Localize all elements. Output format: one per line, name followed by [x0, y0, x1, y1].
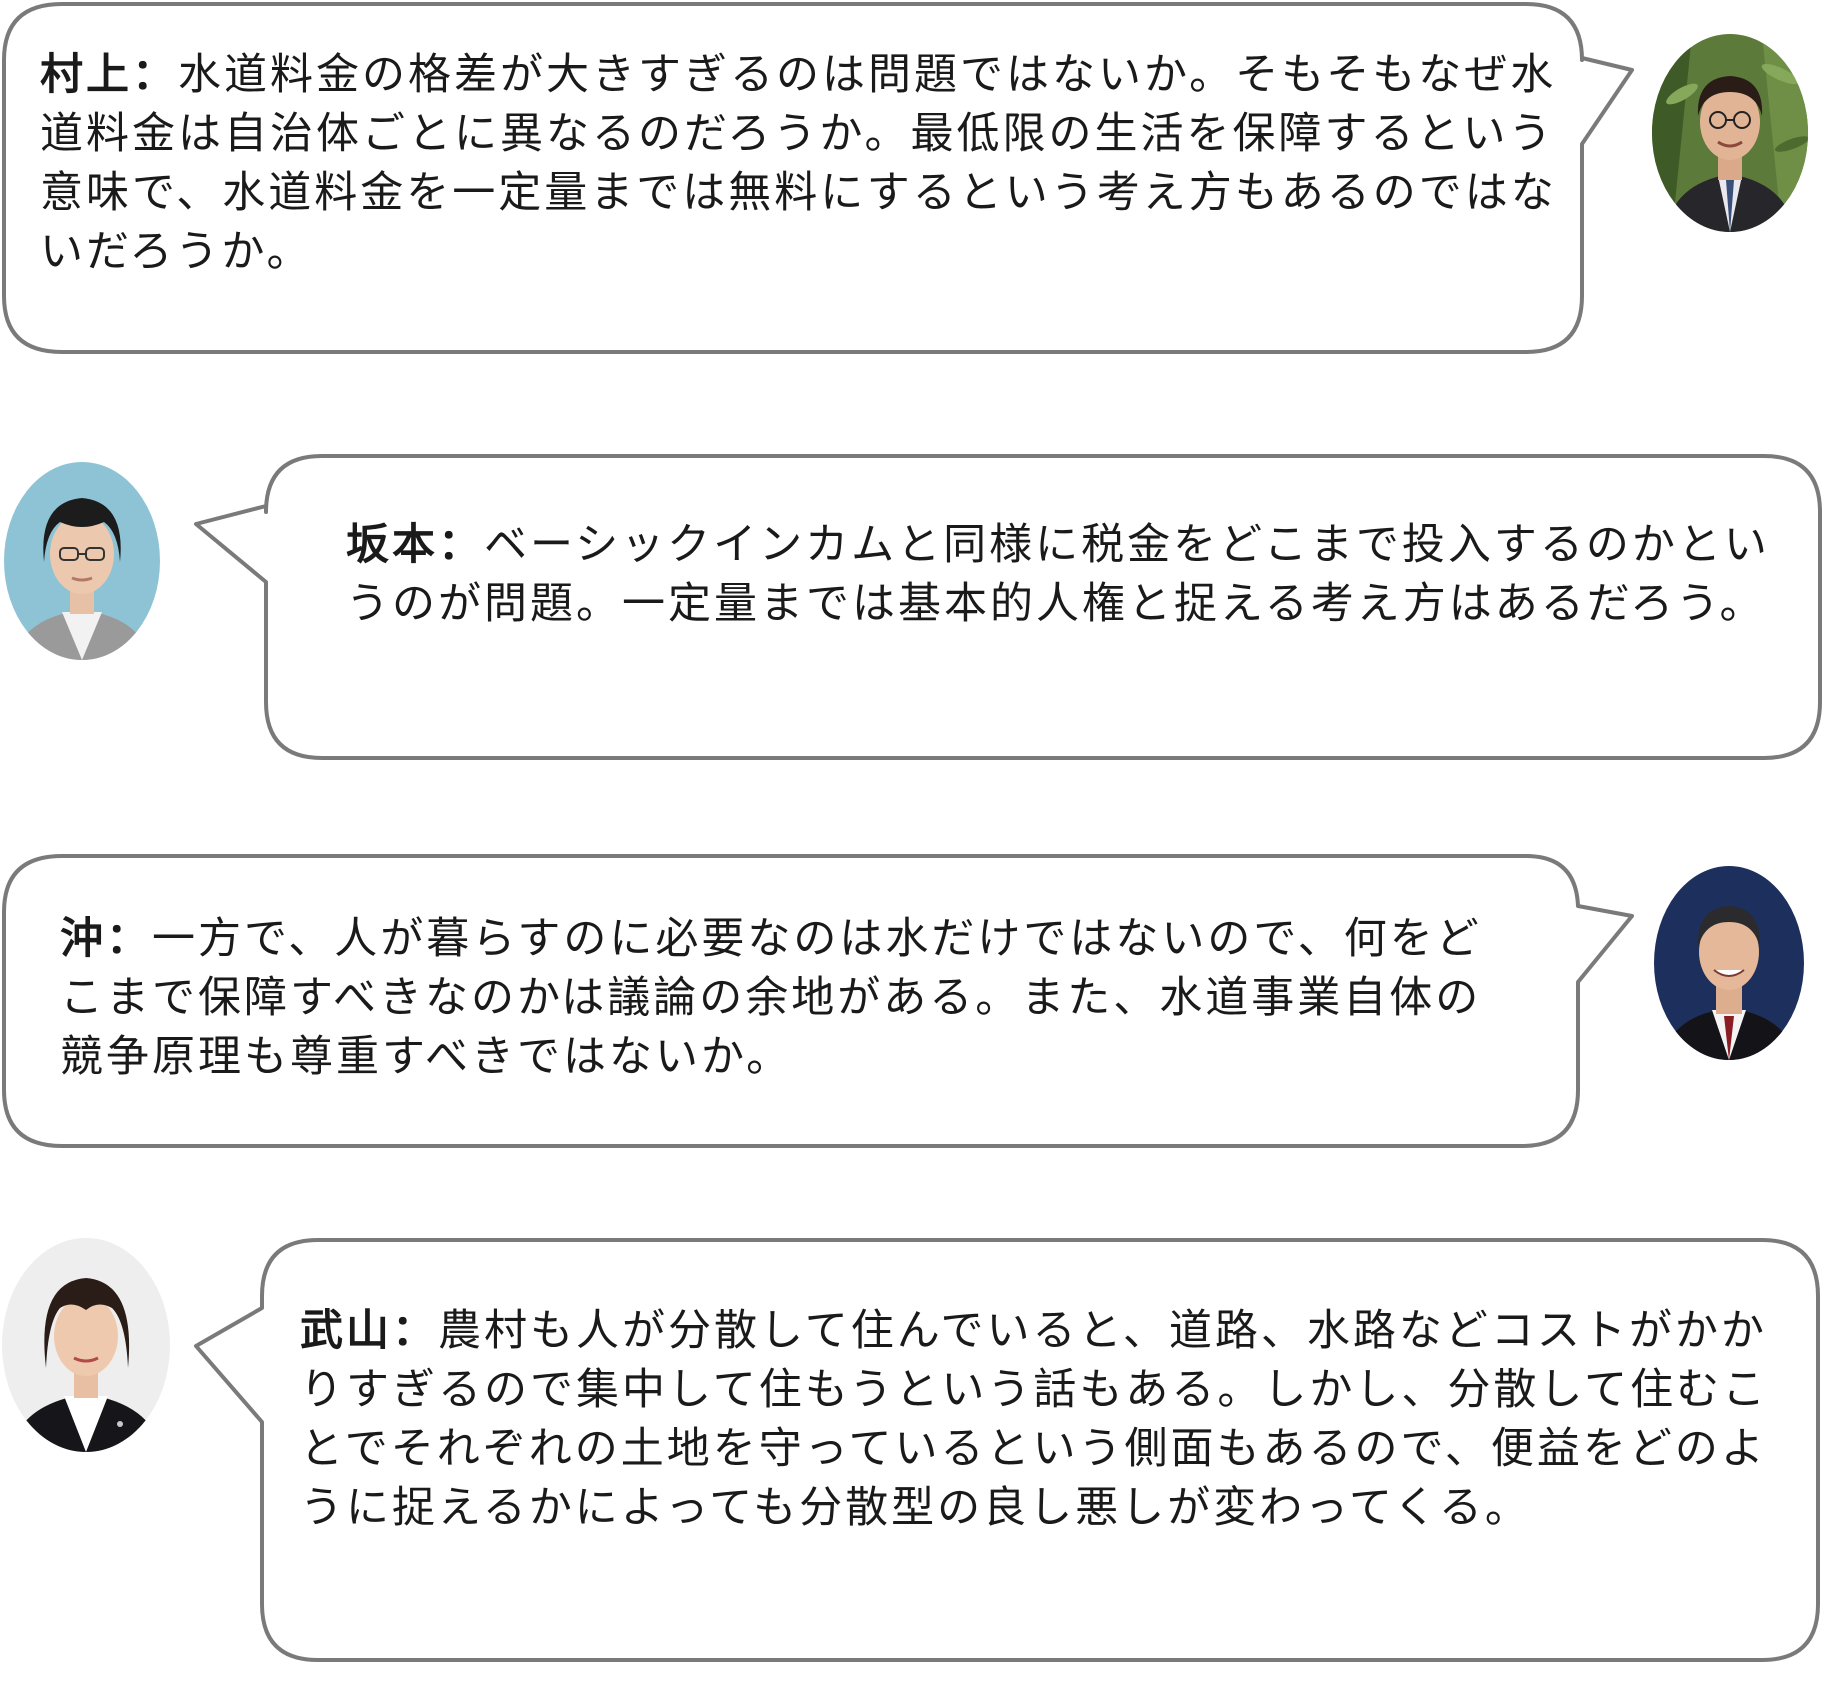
speech-text-3: 沖：一方で、人が暮らすのに必要なのは水だけではないので、何をどこまで保障すべきな… — [60, 910, 1526, 1087]
speech-text-2: 坂本：ベーシックインカムと同様に税金をどこまで投入するのかというのが問題。一定量… — [346, 516, 1796, 634]
woman-with-glasses-portrait-icon — [4, 462, 160, 660]
speech-bubble-4 — [194, 1238, 1820, 1662]
speech-content: 農村も人が分散して住んでいると、道路、水路などコストがかかりすぎるので集中して住… — [300, 1306, 1769, 1533]
speech-content: 水道料金の格差が大きすぎるのは問題ではないか。そもそもなぜ水道料金は自治体ごとに… — [40, 50, 1557, 277]
speaker-name: 坂本 — [346, 520, 438, 570]
avatar-speaker-4 — [2, 1238, 170, 1452]
avatar-speaker-2 — [4, 462, 160, 660]
man-with-glasses-portrait-icon — [1652, 34, 1808, 232]
speech-text-4: 武山：農村も人が分散して住んでいると、道路、水路などコストがかかりすぎるので集中… — [300, 1302, 1790, 1538]
speech-content: ベーシックインカムと同様に税金をどこまで投入するのかというのが問題。一定量までは… — [346, 520, 1770, 629]
speech-bubble-3 — [2, 854, 1634, 1148]
speech-bubble-1 — [2, 2, 1634, 354]
speaker-name: 村上 — [40, 50, 132, 100]
avatar-speaker-1 — [1652, 34, 1808, 232]
speaker-name: 沖 — [60, 914, 106, 964]
speaker-name: 武山 — [300, 1306, 392, 1356]
speech-bubble-2 — [194, 454, 1822, 760]
woman-in-black-jacket-portrait-icon — [2, 1238, 170, 1452]
speaker-separator: ： — [392, 1306, 438, 1356]
man-in-suit-portrait-icon — [1654, 866, 1804, 1060]
speaker-separator: ： — [438, 520, 484, 570]
speaker-separator: ： — [132, 50, 178, 100]
speaker-separator: ： — [106, 914, 152, 964]
speech-text-1: 村上：水道料金の格差が大きすぎるのは問題ではないか。そもそもなぜ水道料金は自治体… — [40, 46, 1560, 282]
avatar-speaker-3 — [1654, 866, 1804, 1060]
speech-content: 一方で、人が暮らすのに必要なのは水だけではないので、何をどこまで保障すべきなのか… — [60, 914, 1482, 1082]
